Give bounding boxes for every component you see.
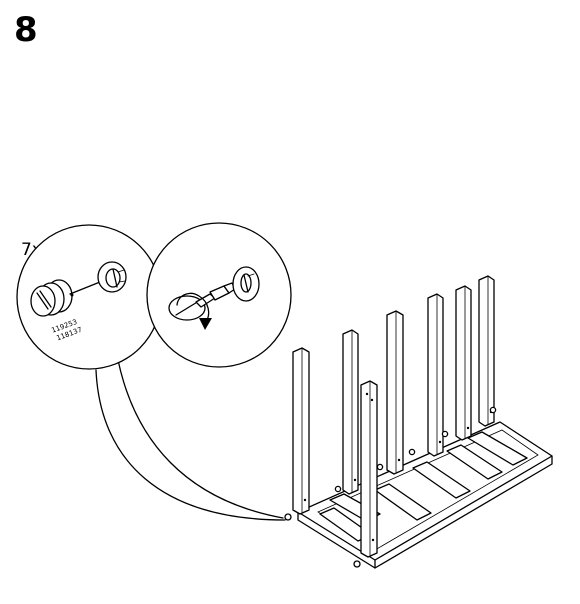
board-hole <box>97 261 127 293</box>
cam-lock-icon <box>30 279 74 317</box>
frame-assembly <box>284 275 553 569</box>
cam-lock-markers <box>284 406 497 568</box>
detail-circle-cam-lock: 119253 118137 <box>16 224 162 370</box>
step-number: 8 <box>14 10 38 50</box>
screwdriver-icon <box>195 282 236 308</box>
clockwise-arrow-icon <box>176 292 212 330</box>
detail-circle-tighten <box>146 222 292 368</box>
cross-slats <box>319 431 528 542</box>
callout-leader <box>117 359 284 519</box>
insert-direction-line <box>69 281 101 295</box>
board-hole <box>232 266 260 302</box>
callout-leader <box>95 369 286 521</box>
frame-legs <box>292 275 495 558</box>
